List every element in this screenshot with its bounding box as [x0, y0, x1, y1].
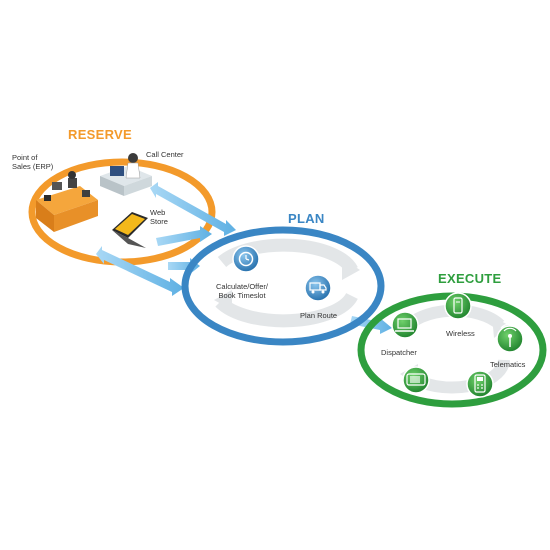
call-center-illustration: [100, 153, 152, 196]
antenna-icon: [496, 323, 524, 353]
truck-icon: [304, 274, 332, 302]
dispatcher-label: Dispatcher: [381, 348, 417, 357]
clock-icon: [232, 245, 260, 273]
calculate-offer-label: Calculate/Offer/ Book Timeslot: [216, 282, 268, 300]
plan-ring: [181, 226, 385, 346]
point-of-sales-illustration: [36, 171, 98, 232]
point-of-sales-label: Point of Sales (ERP): [12, 153, 54, 171]
plan-route-label: Plan Route: [300, 311, 338, 320]
reserve-title: RESERVE: [68, 127, 132, 142]
gps-device-icon: [402, 366, 430, 394]
plan-title: PLAN: [288, 211, 325, 226]
wireless-label: Wireless: [446, 329, 475, 338]
execute-title: EXECUTE: [438, 271, 502, 286]
web-store-laptop-illustration: [112, 212, 148, 248]
call-center-label: Call Center: [146, 150, 184, 159]
mobile-phone-icon: [444, 292, 472, 320]
laptop-icon: [391, 311, 419, 339]
web-store-label: Web Store: [150, 208, 168, 226]
telematics-label: Telematics: [490, 360, 526, 369]
handheld-device-icon: [466, 370, 494, 398]
